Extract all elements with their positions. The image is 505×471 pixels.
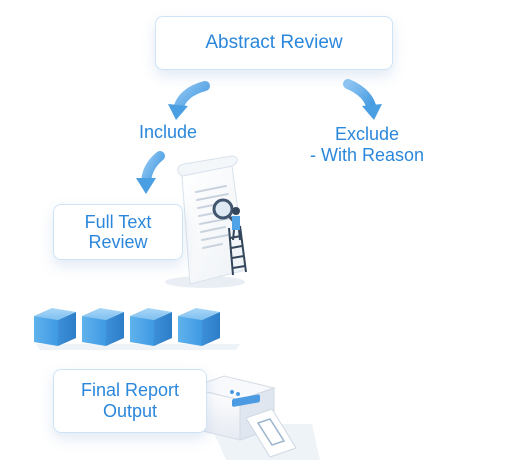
final-report-box: Final Report Output [53, 369, 207, 433]
right-arrow-icon [343, 79, 382, 120]
abstract-review-label: Abstract Review [205, 32, 343, 53]
full-text-line2: Review [88, 232, 148, 252]
exclude-label: Exclude - With Reason [282, 124, 452, 166]
left-arrow-icon [168, 81, 210, 120]
include-label: Include [138, 122, 198, 142]
cube-icon [178, 308, 220, 346]
document-icon [165, 155, 247, 288]
printer-icon [188, 375, 320, 460]
ladder-icon [228, 225, 247, 276]
cube-icon [34, 308, 76, 346]
final-report-line2: Output [102, 401, 158, 421]
down-left-arrow-icon [136, 151, 165, 194]
cube-icon [130, 308, 172, 346]
full-text-review-box: Full Text Review [53, 204, 183, 260]
full-text-line1: Full Text [84, 212, 152, 232]
cube-icon [82, 308, 124, 346]
exclude-label-line2: - With Reason [309, 145, 425, 165]
final-report-line1: Final Report [80, 380, 180, 400]
abstract-review-box: Abstract Review [155, 16, 393, 70]
exclude-label-line1: Exclude [334, 124, 400, 144]
person-icon [232, 207, 241, 241]
cube-row [34, 308, 240, 350]
